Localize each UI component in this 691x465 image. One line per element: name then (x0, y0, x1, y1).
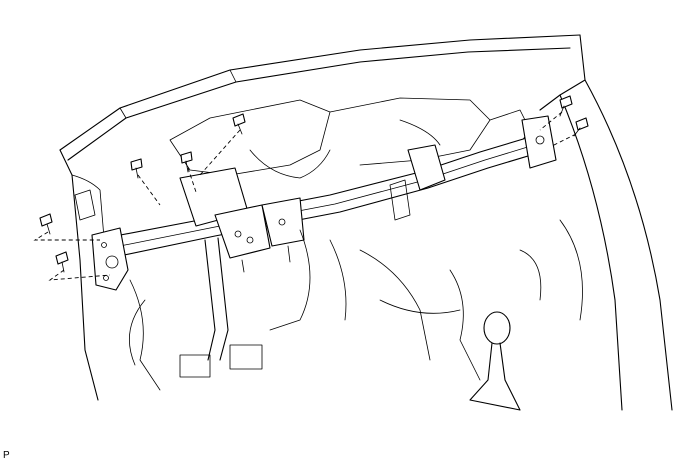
bolt-top-left-1 (232, 113, 246, 135)
bolt-top-left-2 (180, 151, 193, 173)
bolt-right-upper (559, 95, 573, 117)
bolt-left-lower (55, 251, 69, 273)
bolt-right-lower (573, 117, 589, 137)
right-support-brackets (389, 115, 557, 221)
reinforcement-tube (104, 132, 553, 259)
center-support-brackets (179, 167, 305, 361)
lower-components (129, 219, 583, 411)
left-end-bracket (91, 227, 129, 291)
bolt-leader-lines (33, 111, 577, 281)
windshield-frame (59, 34, 673, 411)
left-door-frame (59, 149, 106, 401)
bolt-left-upper (39, 213, 53, 235)
bolt-top-left-3 (130, 158, 143, 179)
figure-code-label: P (3, 450, 10, 461)
